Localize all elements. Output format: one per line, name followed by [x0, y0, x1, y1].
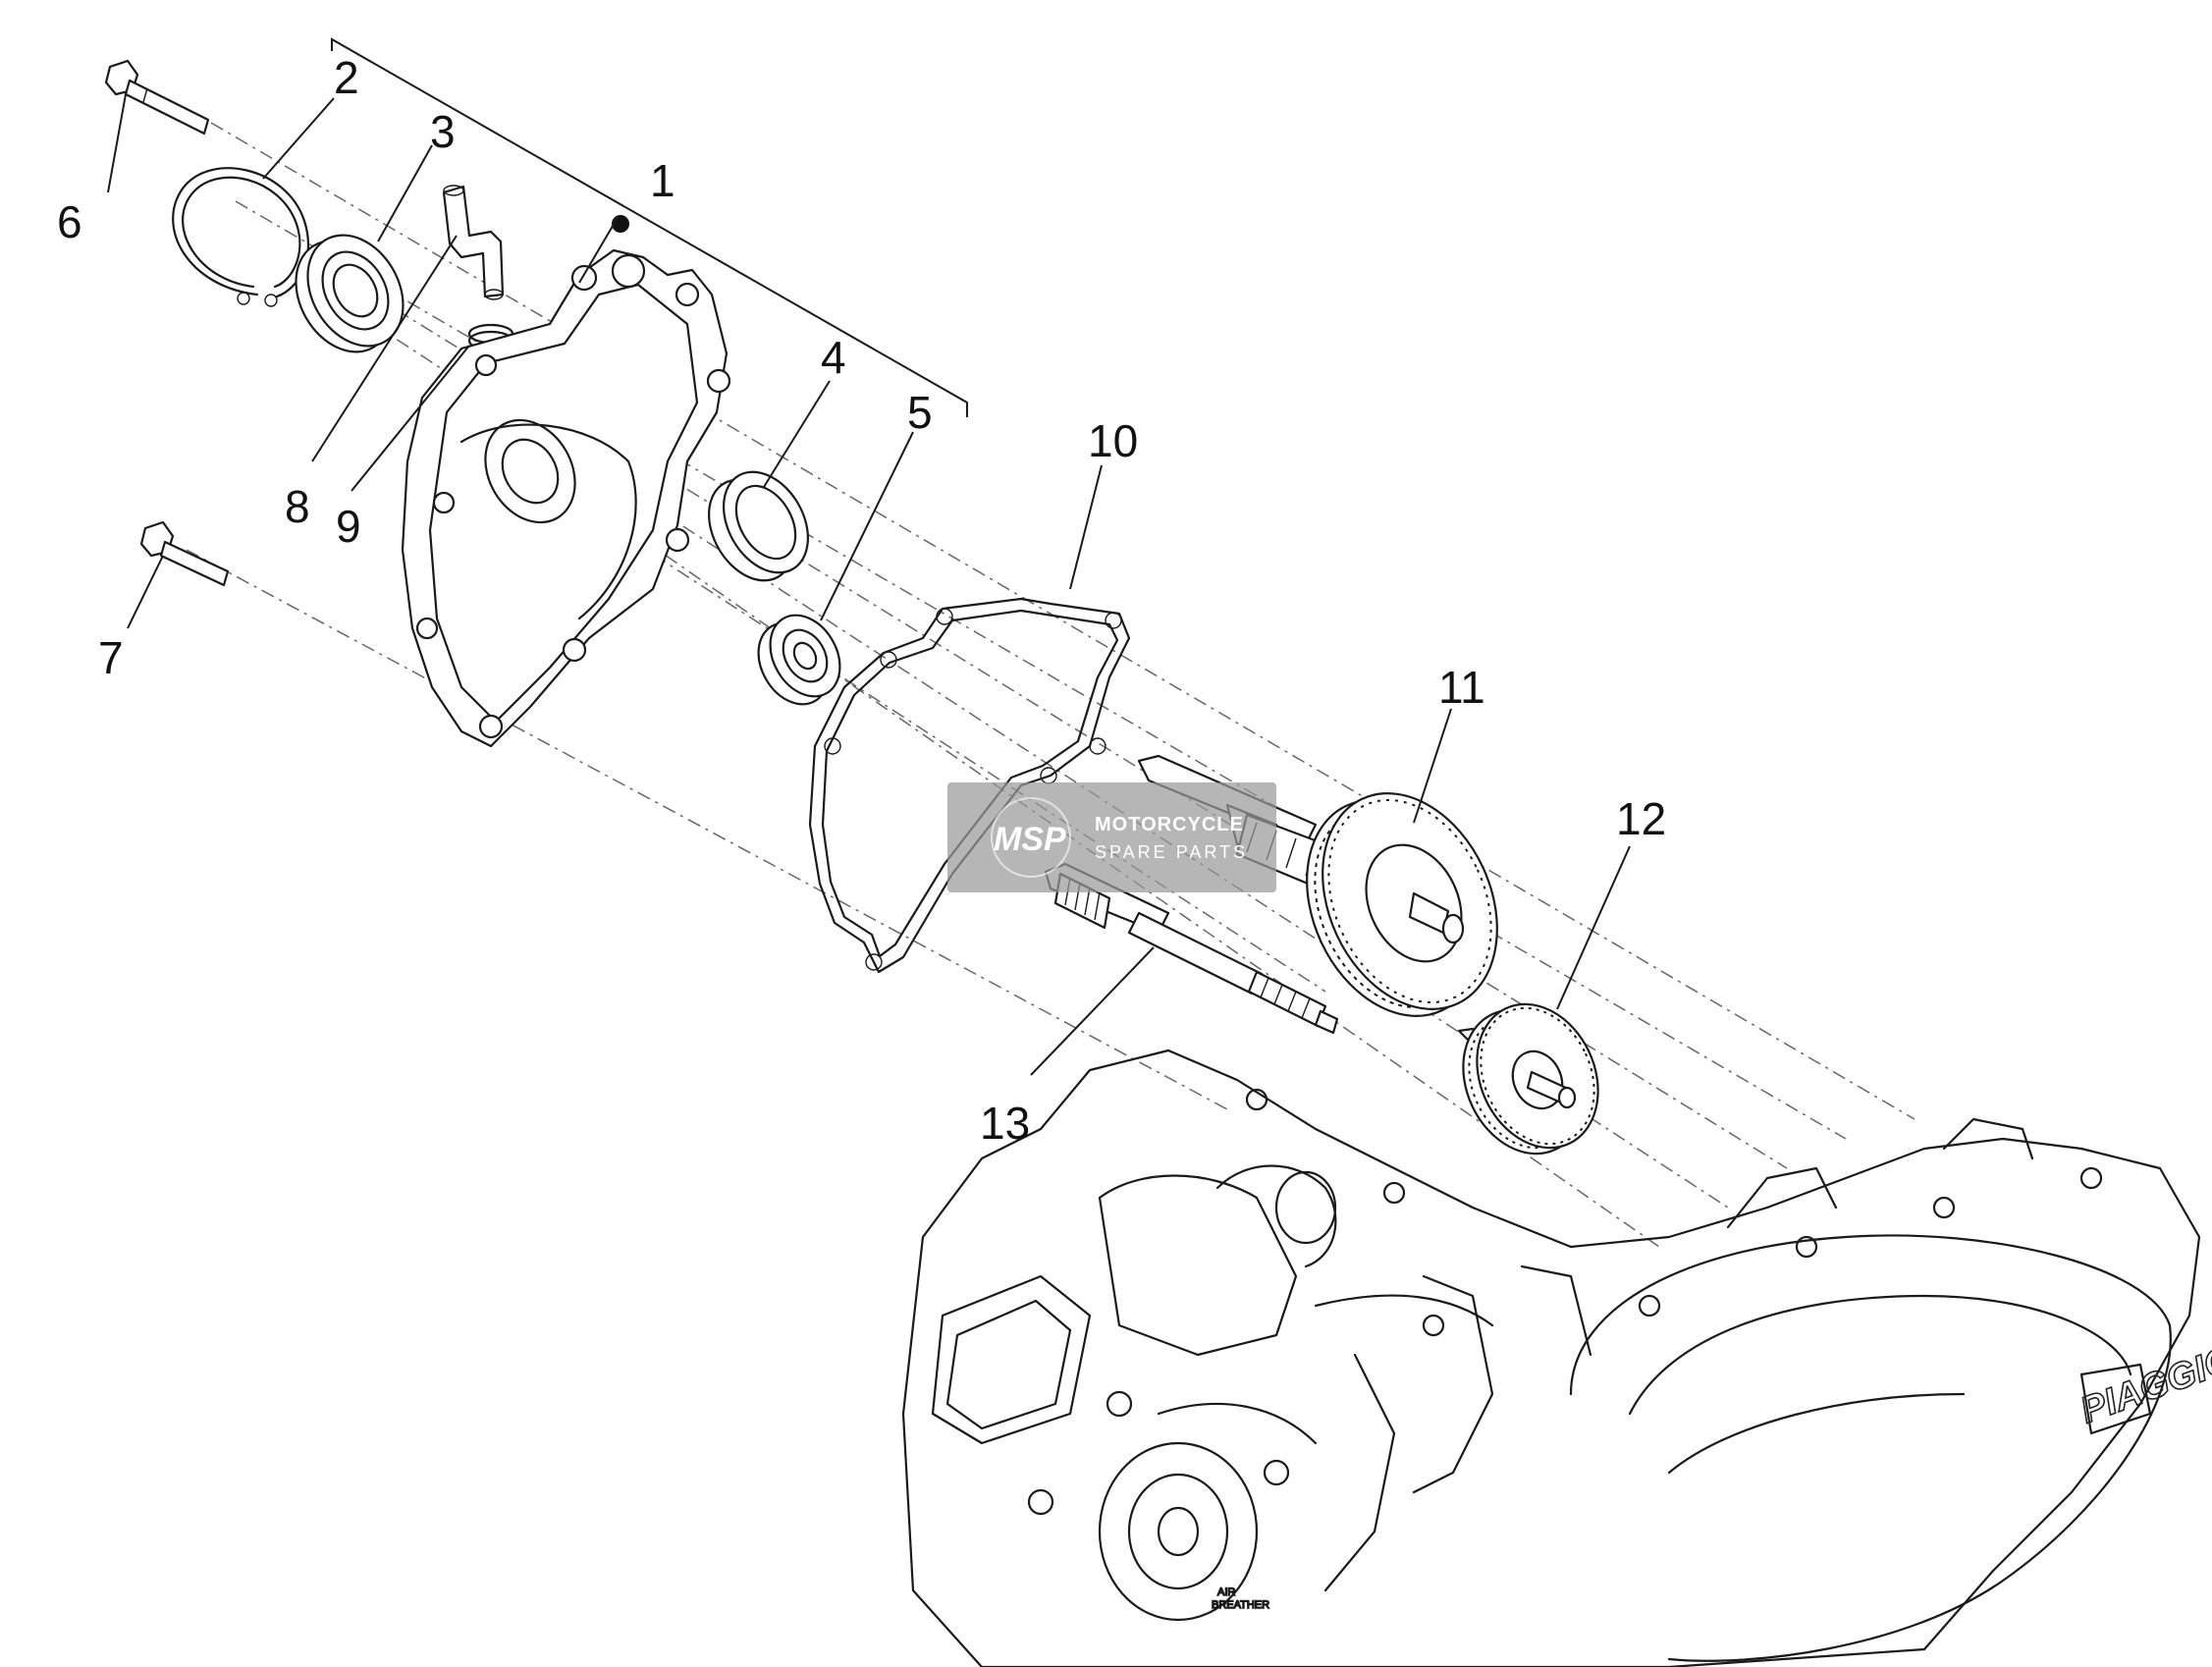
part-label-7: 7 [98, 632, 124, 683]
part-label-9: 9 [336, 501, 361, 552]
watermark-title: MOTORCYCLE [1095, 814, 1244, 835]
engine-assembly: PIAGGIO AIR BREATHER [901, 1049, 2212, 1667]
part-label-8: 8 [285, 481, 310, 532]
engine-brand-text: PIAGGIO [2076, 1338, 2212, 1431]
part-label-12: 12 [1616, 793, 1666, 844]
watermark-logo: MSP [994, 821, 1066, 858]
part-label-5: 5 [907, 387, 933, 438]
bearing-3 [295, 234, 405, 353]
part-label-3: 3 [430, 106, 456, 157]
bolt-6 [104, 59, 210, 135]
part-label-11: 11 [1438, 662, 1485, 713]
assembly-bracket [331, 37, 968, 417]
part-label-13: 13 [980, 1098, 1030, 1149]
part-label-6: 6 [57, 196, 82, 247]
part-label-10: 10 [1088, 415, 1138, 466]
bolt-7 [139, 520, 230, 587]
part-label-2: 2 [334, 52, 359, 103]
breather-label-2: BREATHER [1212, 1599, 1269, 1611]
part-label-4: 4 [821, 332, 846, 383]
gear-12 [1457, 1002, 1599, 1156]
circlip-2 [172, 167, 310, 307]
oil-seal-4 [708, 470, 809, 582]
breather-label-1: AIR [1217, 1586, 1235, 1598]
callout-labels: 1 2 3 4 5 6 7 8 9 10 11 12 13 [57, 52, 1666, 1149]
watermark: MSP MOTORCYCLE SPARE PARTS [947, 782, 1276, 892]
breather-tube-8 [442, 185, 505, 300]
watermark-subtitle: SPARE PARTS [1095, 842, 1248, 862]
leader-lines [107, 93, 1631, 1076]
watermark-badge [947, 782, 1276, 892]
transmission-cover-1 [401, 215, 731, 748]
bearing-5 [757, 614, 841, 706]
part-label-1: 1 [650, 155, 675, 206]
